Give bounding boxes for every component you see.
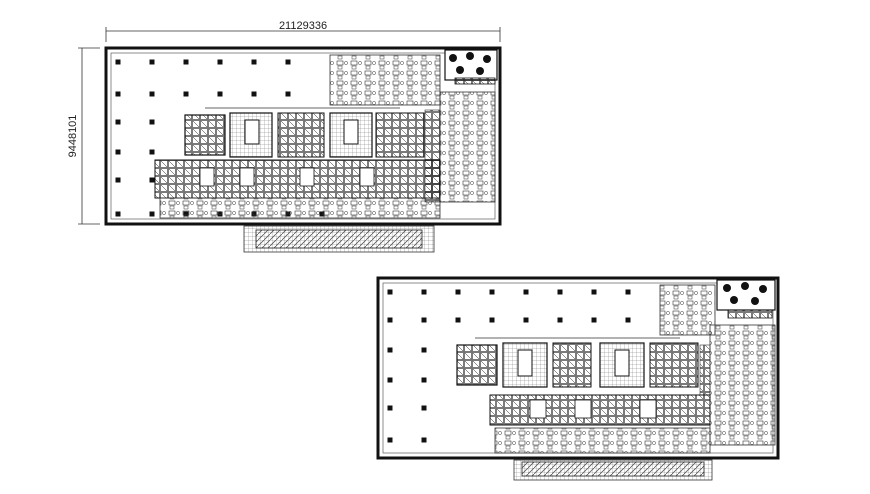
column-marker xyxy=(251,59,257,65)
column-marker xyxy=(591,317,597,323)
column-marker xyxy=(557,317,563,323)
column-marker xyxy=(387,317,393,323)
height-dimension: 9448101 xyxy=(67,47,100,225)
room-band xyxy=(154,159,441,219)
floor-plan-upper xyxy=(104,46,502,253)
column-marker xyxy=(217,59,223,65)
column-marker xyxy=(455,317,461,323)
column-marker xyxy=(625,289,631,295)
column-marker xyxy=(115,211,121,217)
column-marker xyxy=(217,91,223,97)
column-marker xyxy=(421,289,427,295)
outer-wall xyxy=(376,276,780,460)
column-marker xyxy=(421,405,427,411)
column-marker xyxy=(115,149,121,155)
room-band xyxy=(489,394,711,454)
column-marker xyxy=(115,119,121,125)
column-marker xyxy=(523,317,529,323)
column-marker xyxy=(591,289,597,295)
column-marker xyxy=(285,59,291,65)
column-marker xyxy=(115,91,121,97)
width-dimension: 21129336 xyxy=(105,20,501,42)
service-core xyxy=(456,337,699,388)
workstation-area xyxy=(659,284,776,446)
planting-area xyxy=(716,279,776,319)
column-marker xyxy=(183,59,189,65)
outer-wall xyxy=(104,46,502,226)
column-marker xyxy=(149,59,155,65)
column-marker xyxy=(115,177,121,183)
column-marker xyxy=(421,347,427,353)
column-marker xyxy=(149,211,155,217)
column-marker xyxy=(149,177,155,183)
structural-columns xyxy=(387,289,631,443)
planting-area xyxy=(444,49,498,85)
column-marker xyxy=(387,289,393,295)
column-marker xyxy=(557,289,563,295)
column-marker xyxy=(183,91,189,97)
service-core xyxy=(184,107,425,158)
floor-plan-lower xyxy=(376,276,780,481)
width-dimension-label: 21129336 xyxy=(279,20,327,32)
column-marker xyxy=(387,347,393,353)
column-marker xyxy=(625,317,631,323)
column-marker xyxy=(455,289,461,295)
column-marker xyxy=(387,377,393,383)
column-marker xyxy=(149,149,155,155)
column-marker xyxy=(115,59,121,65)
column-marker xyxy=(387,437,393,443)
column-marker xyxy=(489,289,495,295)
column-marker xyxy=(387,405,393,411)
height-dimension-label: 9448101 xyxy=(67,115,79,158)
column-marker xyxy=(421,437,427,443)
column-marker xyxy=(251,91,257,97)
column-marker xyxy=(149,119,155,125)
column-marker xyxy=(421,317,427,323)
column-marker xyxy=(523,289,529,295)
column-marker xyxy=(421,377,427,383)
column-marker xyxy=(285,91,291,97)
column-marker xyxy=(489,317,495,323)
column-marker xyxy=(149,91,155,97)
